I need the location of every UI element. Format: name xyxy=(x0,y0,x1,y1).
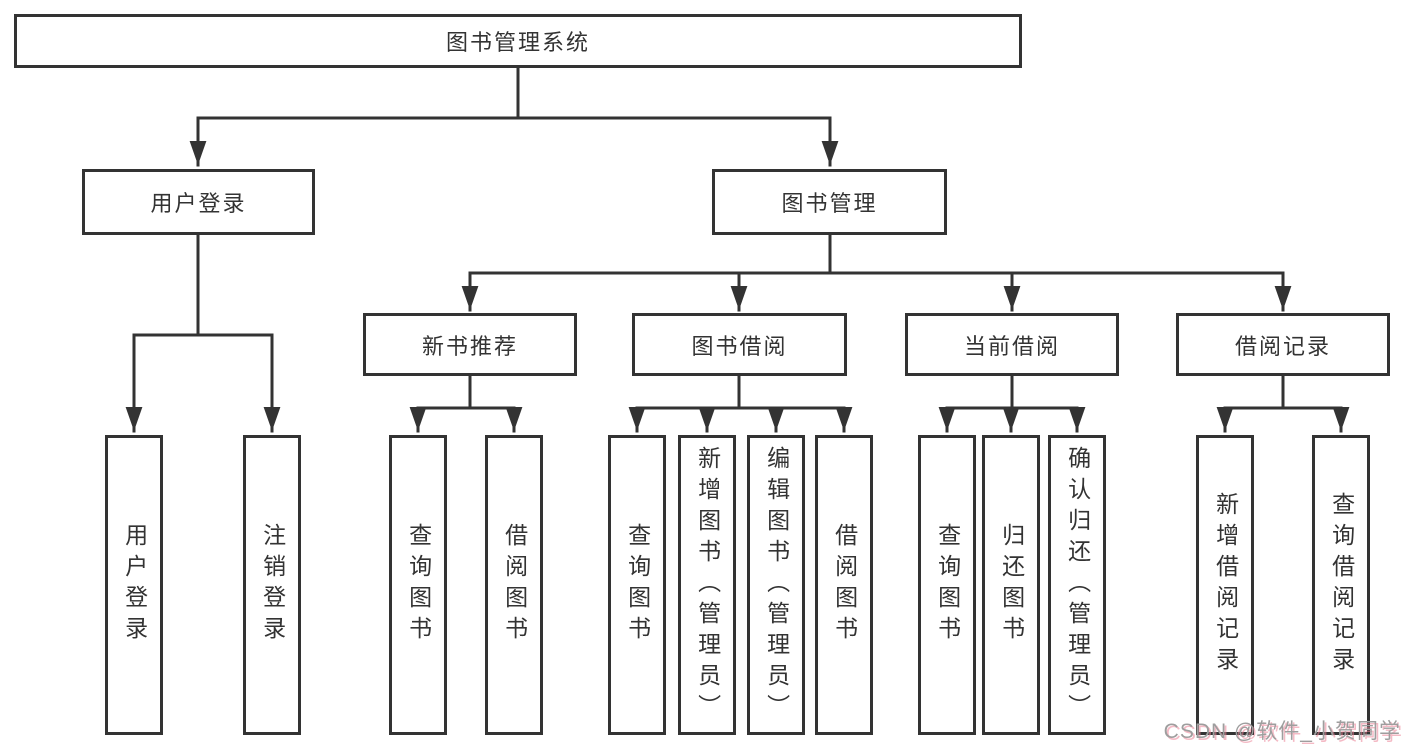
node-leaf-query-books-current: 查询图书 xyxy=(918,435,976,735)
node-leaf-query-books-borrowing: 查询图书 xyxy=(608,435,666,735)
node-borrowing-records: 借阅记录 xyxy=(1176,313,1390,376)
node-new-book-recommendation: 新书推荐 xyxy=(363,313,577,376)
node-leaf-borrow-books: 借阅图书 xyxy=(815,435,873,735)
node-leaf-user-login: 用户登录 xyxy=(105,435,163,735)
node-leaf-borrow-books-recommend: 借阅图书 xyxy=(485,435,543,735)
node-leaf-add-books-admin: 新增图书（管理员） xyxy=(678,435,736,735)
node-leaf-query-books-recommend: 查询图书 xyxy=(389,435,447,735)
csdn-watermark: CSDN @软件_小贺同学 xyxy=(1163,720,1401,743)
node-book-management: 图书管理 xyxy=(712,169,947,235)
node-user-login: 用户登录 xyxy=(82,169,315,235)
node-leaf-logout: 注销登录 xyxy=(243,435,301,735)
node-leaf-confirm-return-admin: 确认归还（管理员） xyxy=(1048,435,1106,735)
node-library-management-system: 图书管理系统 xyxy=(14,14,1022,68)
node-leaf-edit-books-admin: 编辑图书（管理员） xyxy=(747,435,805,735)
node-leaf-return-books: 归还图书 xyxy=(982,435,1040,735)
node-leaf-add-borrow-record: 新增借阅记录 xyxy=(1196,435,1254,735)
node-current-borrowing: 当前借阅 xyxy=(905,313,1119,376)
node-book-borrowing: 图书借阅 xyxy=(632,313,847,376)
node-leaf-query-borrow-record: 查询借阅记录 xyxy=(1312,435,1370,735)
